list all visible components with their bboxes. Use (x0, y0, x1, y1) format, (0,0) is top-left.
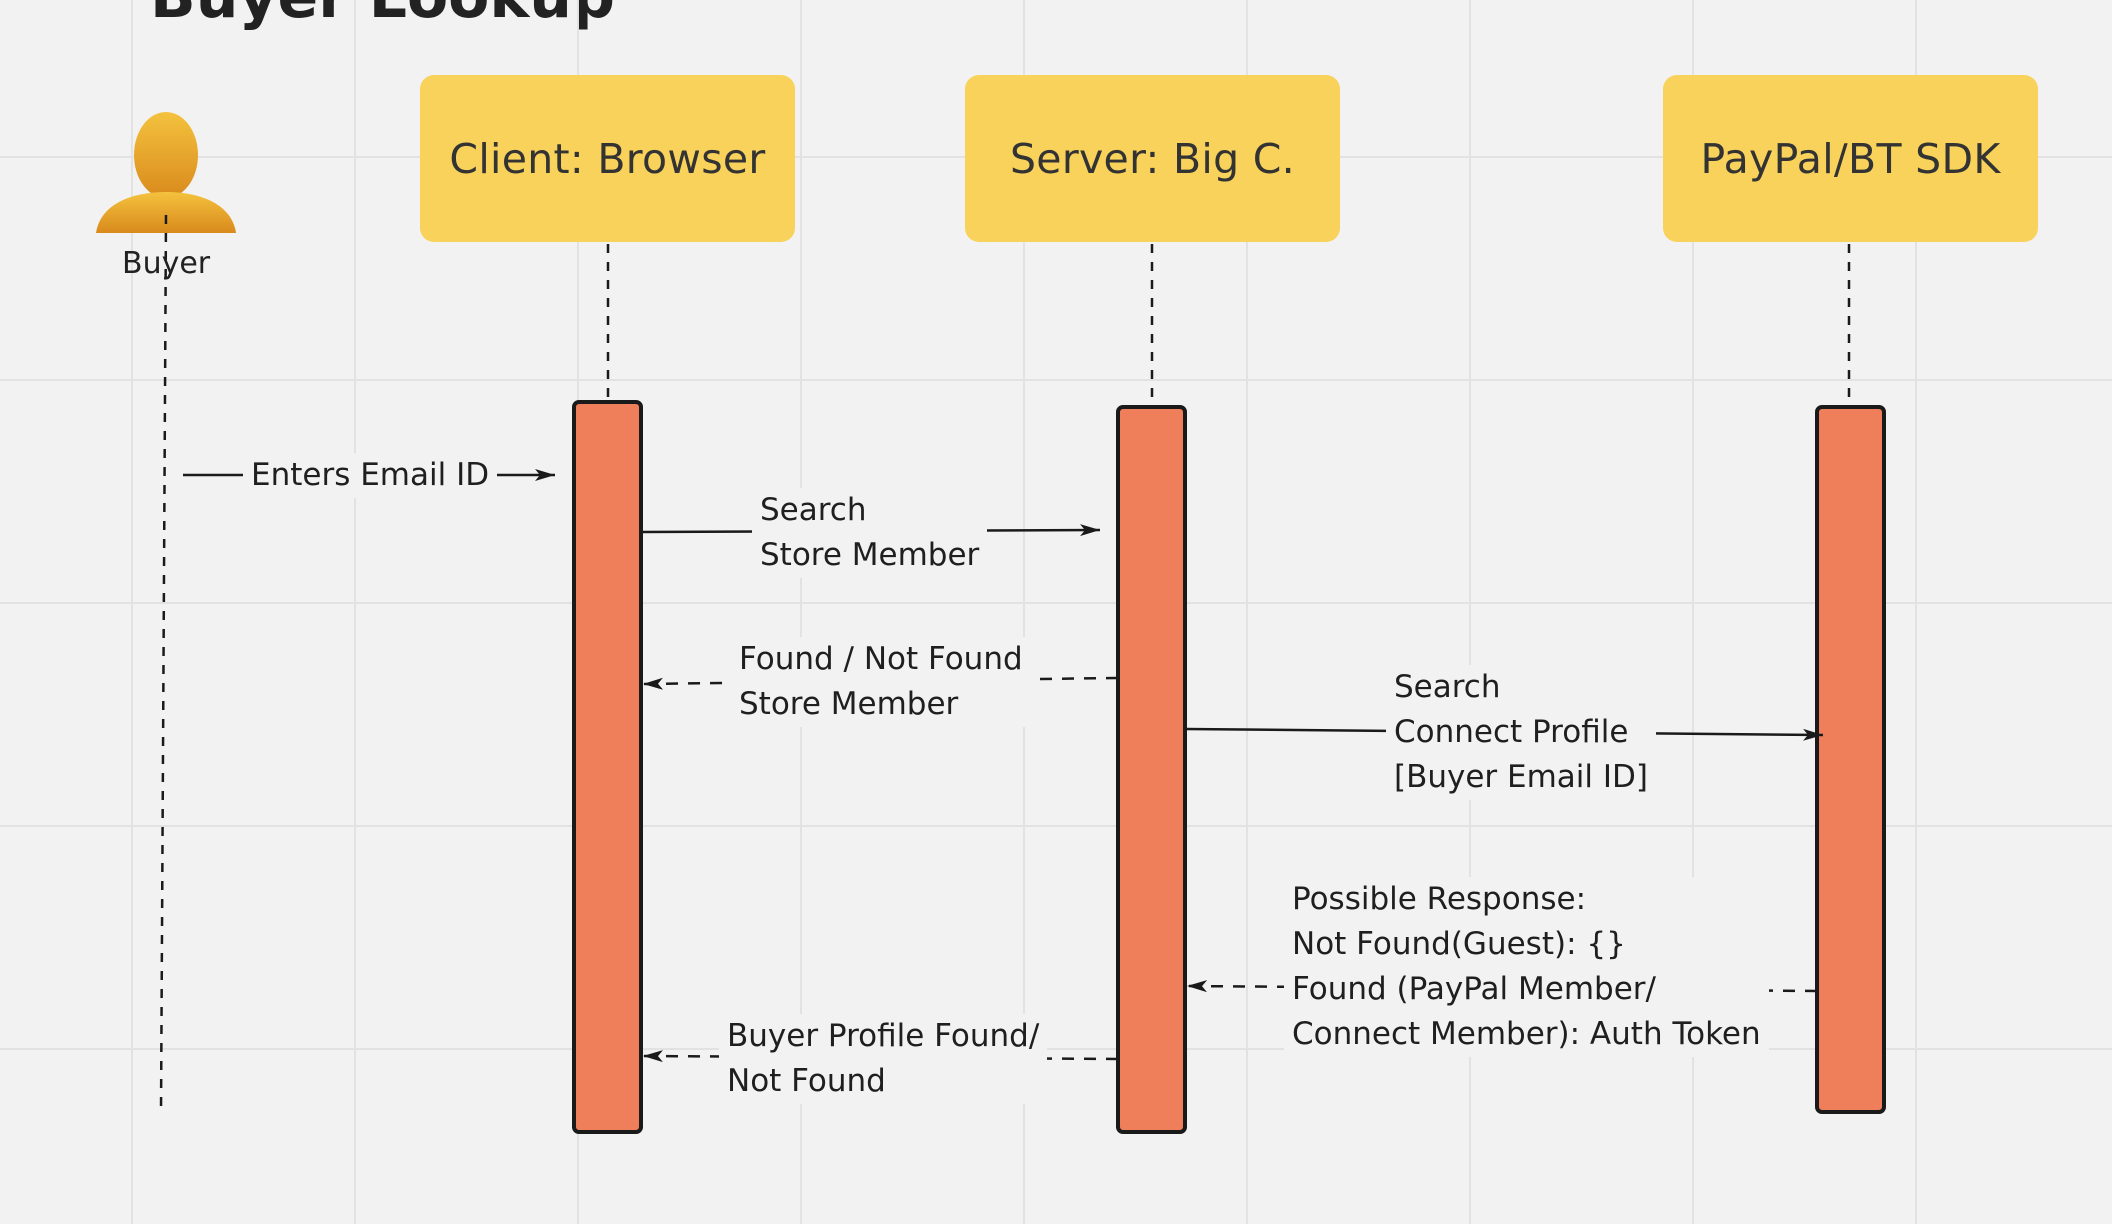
lifeline-header-sdk: PayPal/BT SDK (1663, 75, 2038, 242)
lifeline-buyer (159, 214, 168, 1113)
message-label-m6: Buyer Profile Found/ Not Found (719, 1014, 1048, 1104)
lifelines (159, 214, 1851, 1113)
message-label-m3: Found / Not Found Store Member (731, 637, 1031, 727)
message-line: Not Found (727, 1063, 886, 1099)
message-line: Enters Email ID (251, 457, 490, 493)
message-label-m1: Enters Email ID (243, 453, 498, 498)
message-line: Not Found(Guest): {} (1292, 926, 1626, 962)
actor-buyer-label: Buyer (122, 246, 211, 281)
message-label-m4: Search Connect Profile [Buyer Email ID] (1386, 665, 1656, 800)
message-line: Search (1394, 669, 1501, 705)
person-icon (96, 112, 236, 233)
message-line: Connect Profile (1394, 714, 1629, 750)
message-line: [Buyer Email ID] (1394, 759, 1648, 795)
activation-client (572, 400, 643, 1134)
lifeline-header-server: Server: Big C. (965, 75, 1340, 242)
message-label-m5: Possible Response: Not Found(Guest): {} … (1284, 877, 1769, 1057)
lifeline-header-client: Client: Browser (420, 75, 795, 242)
message-line: Search (760, 492, 867, 528)
page-title: Buyer Lookup (150, 0, 615, 32)
message-line: Found (PayPal Member/ (1292, 971, 1656, 1007)
message-line: Possible Response: (1292, 881, 1587, 917)
message-line: Buyer Profile Found/ (727, 1018, 1040, 1054)
activation-bars (572, 400, 1886, 1134)
message-label-m2: Search Store Member (752, 488, 988, 578)
activation-sdk (1815, 405, 1886, 1114)
message-line: Found / Not Found (739, 641, 1023, 677)
message-line: Store Member (760, 537, 980, 573)
message-line: Connect Member): Auth Token (1292, 1016, 1761, 1052)
message-line: Store Member (739, 686, 959, 722)
activation-server (1116, 405, 1187, 1134)
